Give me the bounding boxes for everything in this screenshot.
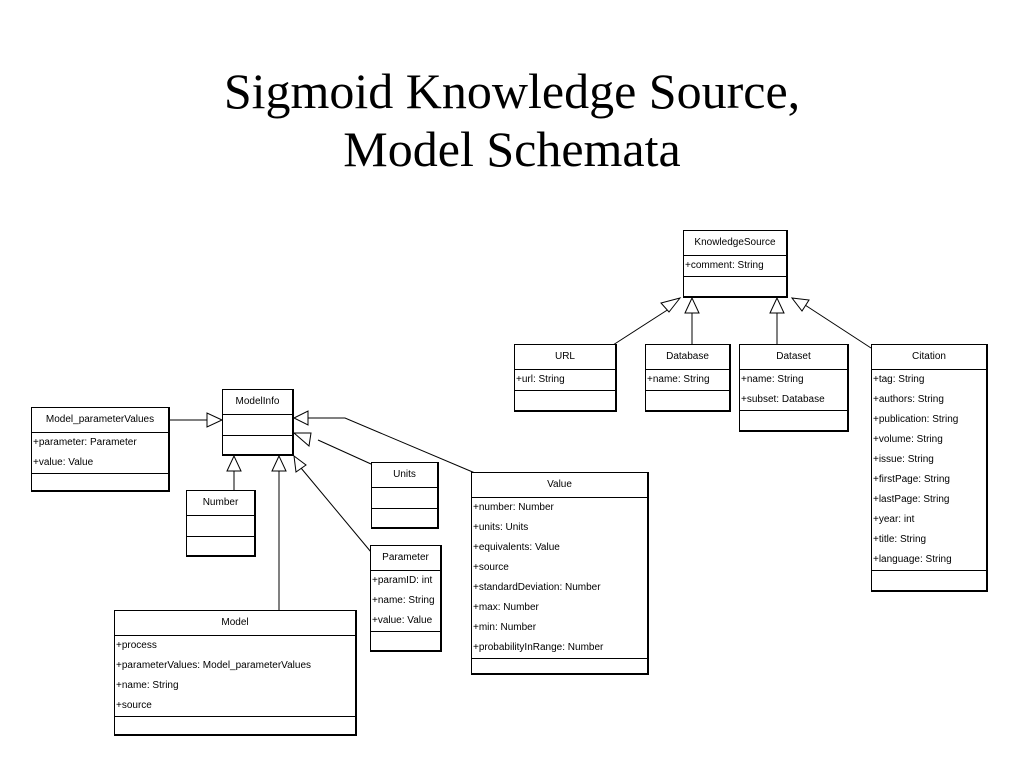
attribute: +name: String — [372, 595, 435, 606]
attribute-list: +process +parameterValues: Model_paramet… — [115, 636, 355, 717]
slide-title: Sigmoid Knowledge Source, Model Schemata — [0, 62, 1024, 178]
class-name: Parameter — [371, 546, 440, 571]
class-citation[interactable]: Citation +tag: String +authors: String +… — [871, 344, 988, 592]
arrowhead-url — [660, 297, 682, 313]
attribute-list: +parameter: Parameter +value: Value — [32, 433, 168, 474]
edge-value-modelinfo — [308, 417, 476, 474]
attribute: +equivalents: Value — [473, 542, 560, 553]
attribute: +firstPage: String — [873, 474, 950, 485]
arrowhead-parameter — [293, 454, 307, 473]
title-line-2: Model Schemata — [343, 121, 681, 177]
edge-url-knowledgesource — [612, 306, 673, 346]
arrowhead-citation — [790, 297, 810, 312]
edge-units-modelinfo — [317, 439, 372, 465]
class-name: KnowledgeSource — [684, 231, 786, 256]
class-name: Model_parameterValues — [32, 408, 168, 433]
attribute: +max: Number — [473, 602, 539, 613]
class-knowledgesource[interactable]: KnowledgeSource +comment: String — [683, 230, 788, 298]
attribute-list: +name: String — [646, 370, 729, 391]
attribute: +title: String — [873, 534, 927, 545]
attribute: +year: int — [873, 514, 915, 525]
class-database[interactable]: Database +name: String — [645, 344, 731, 412]
attribute: +value: Value — [33, 457, 94, 468]
attribute: +units: Units — [473, 522, 529, 533]
attribute: +source — [116, 700, 152, 711]
arrowhead-database — [684, 296, 700, 314]
class-name: Database — [646, 345, 729, 370]
attribute: +language: String — [873, 554, 952, 565]
attribute: +lastPage: String — [873, 494, 950, 505]
arrowhead-dataset — [769, 296, 785, 314]
attribute-list — [223, 415, 292, 436]
attribute-list: +paramID: int +name: String +value: Valu… — [371, 571, 440, 632]
class-dataset[interactable]: Dataset +name: String +subset: Database — [739, 344, 849, 432]
edge-parameter-modelinfo — [300, 467, 372, 553]
arrowhead-number — [226, 454, 242, 472]
attribute: +name: String — [116, 680, 179, 691]
class-model[interactable]: Model +process +parameterValues: Model_p… — [114, 610, 357, 736]
class-name: Model — [115, 611, 355, 636]
class-units[interactable]: Units — [371, 462, 439, 529]
class-value[interactable]: Value +number: Number +units: Units +equ… — [471, 472, 649, 675]
attribute: +number: Number — [473, 502, 554, 513]
arrowhead-units — [292, 432, 312, 447]
attribute: +tag: String — [873, 374, 925, 385]
arrowhead-modelparametervalues — [206, 412, 224, 428]
attribute: +parameter: Parameter — [33, 437, 137, 448]
attribute: +value: Value — [372, 615, 433, 626]
attribute: +name: String — [741, 374, 804, 385]
attribute: +paramID: int — [372, 575, 433, 586]
attribute: +publication: String — [873, 414, 959, 425]
class-name: Value — [472, 473, 647, 498]
class-url[interactable]: URL +url: String — [514, 344, 617, 412]
attribute-list — [187, 516, 254, 537]
attribute: +url: String — [516, 374, 565, 385]
class-name: ModelInfo — [223, 390, 292, 415]
class-name: Dataset — [740, 345, 847, 370]
attribute-list — [372, 488, 437, 509]
attribute: +standardDeviation: Number — [473, 582, 601, 593]
arrowhead-model — [271, 454, 287, 472]
arrowhead-value — [292, 410, 309, 426]
attribute: +authors: String — [873, 394, 944, 405]
attribute: +name: String — [647, 374, 710, 385]
class-name: URL — [515, 345, 615, 370]
attribute: +subset: Database — [741, 394, 825, 405]
class-model-parametervalues[interactable]: Model_parameterValues +parameter: Parame… — [31, 407, 170, 492]
attribute: +probabilityInRange: Number — [473, 642, 604, 653]
class-name: Units — [372, 463, 437, 488]
attribute: +source — [473, 562, 509, 573]
attribute-list: +name: String +subset: Database — [740, 370, 847, 411]
class-modelinfo[interactable]: ModelInfo — [222, 389, 294, 456]
attribute: +volume: String — [873, 434, 943, 445]
title-line-1: Sigmoid Knowledge Source, — [223, 63, 801, 119]
class-name: Citation — [872, 345, 986, 370]
attribute: +issue: String — [873, 454, 934, 465]
class-parameter[interactable]: Parameter +paramID: int +name: String +v… — [370, 545, 442, 652]
class-number[interactable]: Number — [186, 490, 256, 557]
attribute: +comment: String — [685, 260, 764, 271]
attribute: +min: Number — [473, 622, 537, 633]
attribute-list: +url: String — [515, 370, 615, 391]
attribute-list: +number: Number +units: Units +equivalen… — [472, 498, 647, 659]
class-name: Number — [187, 491, 254, 516]
attribute: +process — [116, 640, 157, 651]
attribute: +parameterValues: Model_parameterValues — [116, 660, 312, 671]
attribute-list: +tag: String +authors: String +publicati… — [872, 370, 986, 571]
edge-citation-knowledgesource — [804, 304, 872, 349]
attribute-list: +comment: String — [684, 256, 786, 277]
